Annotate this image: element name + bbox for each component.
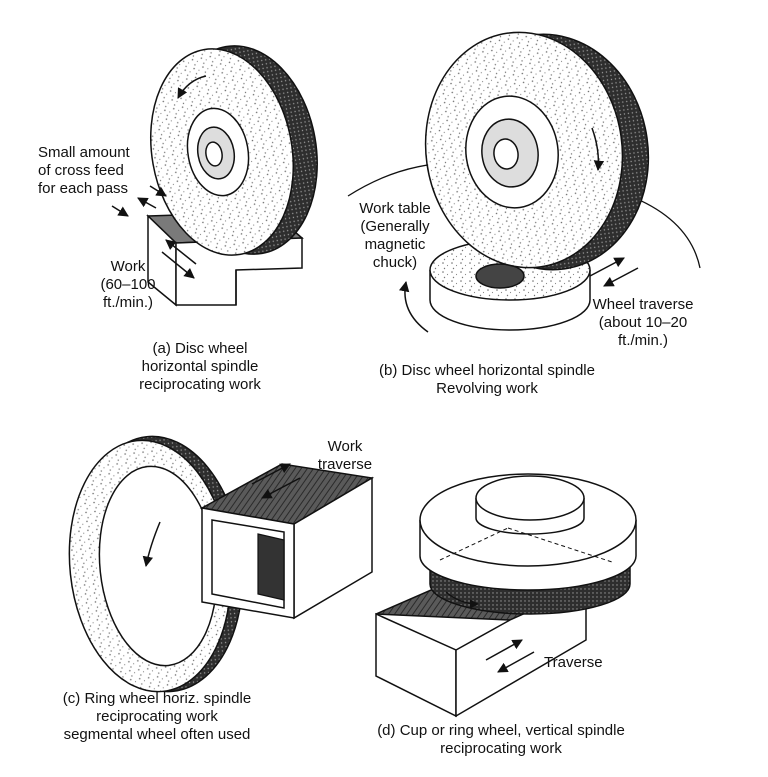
panel-c-drawing <box>68 435 375 693</box>
traverse-arrows-d <box>485 639 535 673</box>
work-traverse-arrows-c <box>251 463 301 499</box>
wheel-traverse-line: Wheel traverse <box>592 296 694 313</box>
caption-c: (c) Ring wheel horiz. spindle reciprocat… <box>34 690 280 744</box>
work-table-line: (Generally <box>360 218 430 235</box>
work-motion-arrows-a <box>161 239 197 279</box>
ring-wheel-c <box>68 435 244 693</box>
work-table-line: Work table <box>359 200 431 217</box>
caption-line: reciprocating work <box>139 376 261 393</box>
disc-wheel-a <box>149 45 318 256</box>
caption-line: horizontal spindle <box>141 358 259 375</box>
wheel-traverse-label: Wheel traverse (about 10–20 ft./min.) <box>582 296 704 350</box>
work-traverse-line: Work <box>327 438 363 455</box>
cross-feed-label: Small amount of cross feed for each pass <box>38 144 130 198</box>
disc-wheel-b <box>424 31 650 271</box>
caption-line: reciprocating work <box>96 708 218 725</box>
panel-a-drawing <box>111 45 318 307</box>
work-speed-label: Work (60–100 ft./min.) <box>96 258 160 312</box>
caption-line: (c) Ring wheel horiz. spindle <box>62 690 252 707</box>
cross-feed-line: for each pass <box>38 180 129 197</box>
work-table-line: chuck) <box>372 254 418 271</box>
traverse-label: Traverse <box>544 654 603 672</box>
cup-wheel-d <box>419 473 637 615</box>
caption-d: (d) Cup or ring wheel, vertical spindle … <box>356 722 646 758</box>
work-traverse-label: Work traverse <box>310 438 380 474</box>
traverse-line: Traverse <box>544 654 603 671</box>
caption-line: segmental wheel often used <box>63 726 251 743</box>
wheel-traverse-line: (about 10–20 <box>598 314 688 331</box>
caption-line: reciprocating work <box>440 740 562 757</box>
panel-d-drawing <box>375 473 637 718</box>
caption-line: Revolving work <box>436 380 538 397</box>
table-rotation-arrow-b <box>399 280 429 333</box>
wheel-traverse-arrows-b <box>589 257 639 287</box>
work-table-label: Work table (Generally magnetic chuck) <box>350 200 440 272</box>
caption-line: (d) Cup or ring wheel, vertical spindle <box>377 722 625 739</box>
caption-a: (a) Disc wheel horizontal spindle recipr… <box>110 340 290 394</box>
panel-b-drawing <box>347 31 701 333</box>
cross-feed-line: Small amount <box>38 144 130 161</box>
work-speed-line: (60–100 <box>100 276 156 293</box>
cross-feed-line: of cross feed <box>38 162 124 179</box>
caption-b: (b) Disc wheel horizontal spindle Revolv… <box>362 362 612 398</box>
wheel-traverse-line: ft./min.) <box>617 332 668 349</box>
work-bar-c <box>199 463 375 620</box>
cross-feed-arrows-a <box>111 185 167 217</box>
work-speed-line: ft./min.) <box>102 294 153 311</box>
work-table-line: magnetic <box>364 236 426 253</box>
caption-line: (a) Disc wheel <box>152 340 248 357</box>
work-speed-line: Work <box>110 258 146 275</box>
caption-line: (b) Disc wheel horizontal spindle <box>379 362 595 379</box>
work-traverse-line: traverse <box>317 456 373 473</box>
